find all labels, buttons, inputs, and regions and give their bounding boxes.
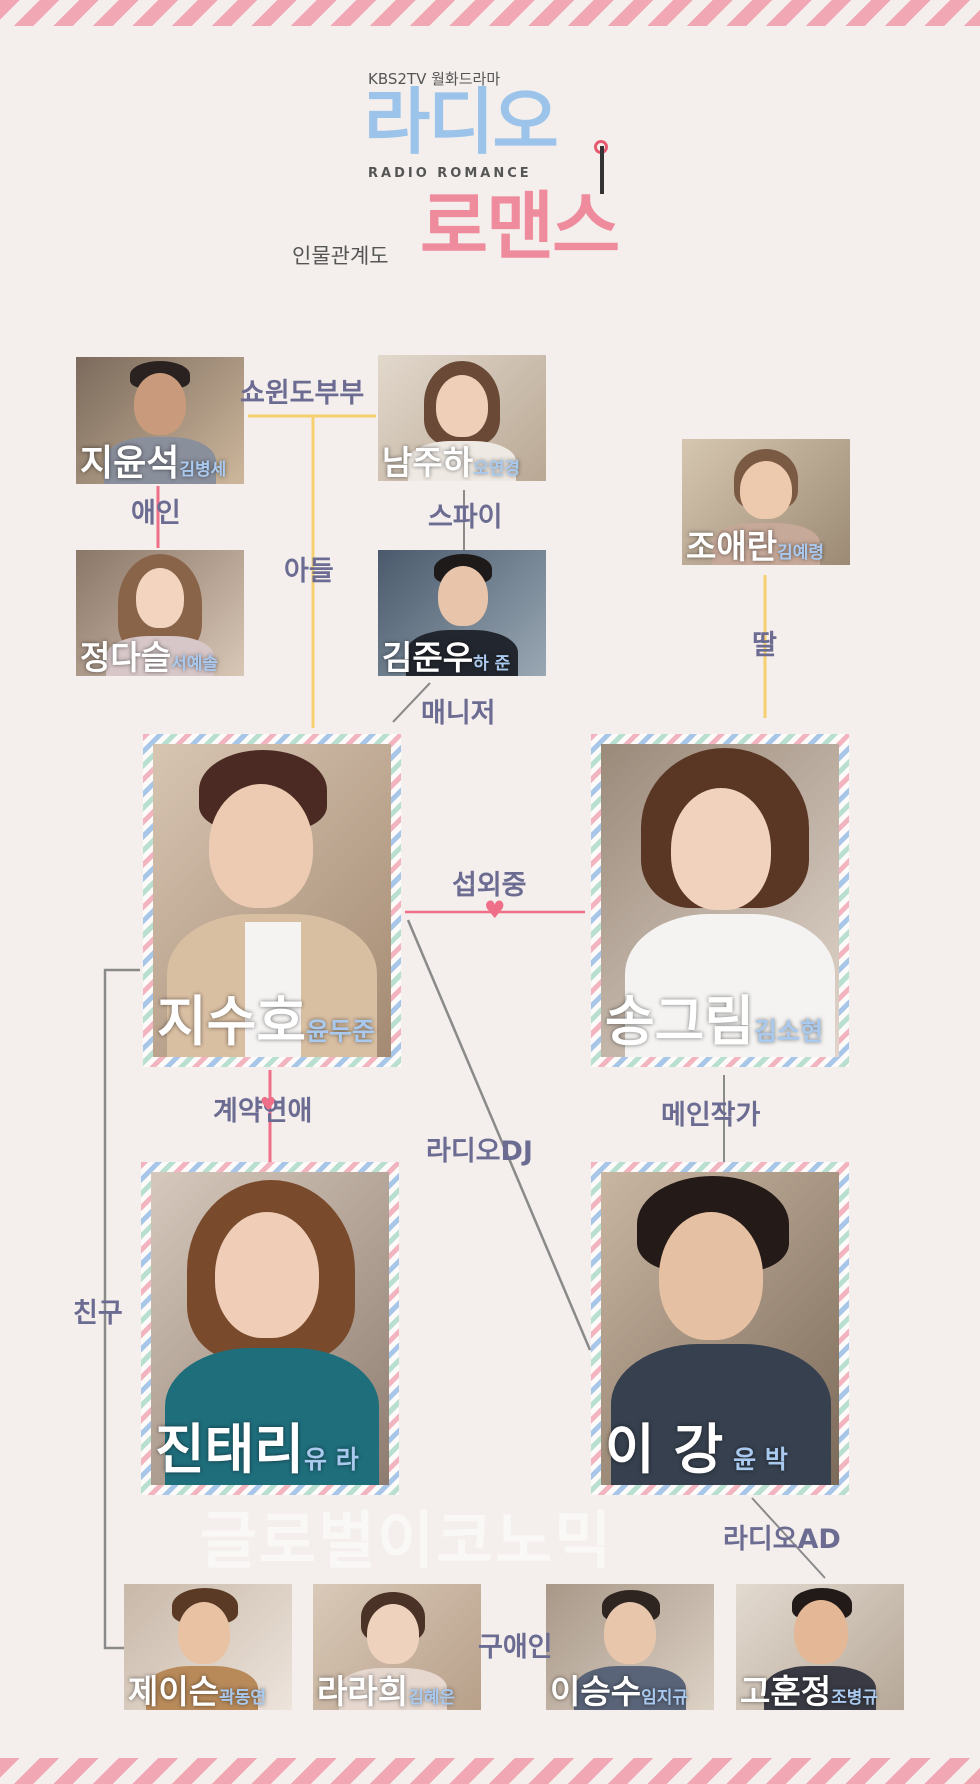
character-frame-ji-suho: 지수호윤두준 <box>143 734 401 1067</box>
bottom-stripe-border <box>0 1758 980 1784</box>
actor-name: 유 라 <box>304 1445 359 1474</box>
character-name: 정다슬 <box>80 638 172 676</box>
actor-name: 김혜은 <box>408 1688 456 1708</box>
heart-icon: ♥ <box>484 896 506 924</box>
drama-logo: KBS2TV 월화드라마 라디오 RADIO ROMANCE 로맨스 인물관계도 <box>292 62 660 282</box>
character-name: 고훈정 <box>740 1672 832 1710</box>
relation-ex-lover: 구애인 <box>478 1632 553 1663</box>
relation-friend: 친구 <box>73 1298 123 1329</box>
top-stripe-border <box>0 0 980 26</box>
character-card-song-grim: 송그림김소현 <box>601 744 839 1057</box>
character-name: 조애란 <box>686 527 778 565</box>
friend-line <box>103 968 140 1650</box>
relation-radio-ad: 라디오AD <box>723 1524 841 1555</box>
title-latin: RADIO ROMANCE <box>368 166 532 181</box>
relation-radio-dj: 라디오DJ <box>426 1136 533 1167</box>
relation-daughter: 딸 <box>752 630 777 661</box>
character-name: 이 강 <box>605 1418 724 1481</box>
actor-name: 김병세 <box>179 460 227 480</box>
character-card-jung-dasul: 정다슬서예솔 <box>76 550 244 676</box>
character-name: 김준우 <box>382 638 474 676</box>
character-card-lee-seungsu: 이승수임지규 <box>546 1584 714 1710</box>
character-name: 제이슨 <box>128 1672 220 1710</box>
character-name: 이승수 <box>550 1672 642 1710</box>
relation-main-writer: 메인작가 <box>661 1100 761 1131</box>
actor-name: 임지규 <box>641 1688 689 1708</box>
character-name: 남주하 <box>382 443 474 481</box>
relation-contract-dating: 계약연애 <box>213 1096 313 1127</box>
relationship-chart-tag: 인물관계도 <box>292 244 389 268</box>
character-card-jin-taeri: 진태리유 라 <box>151 1172 389 1485</box>
actor-name: 윤두준 <box>306 1017 376 1046</box>
relation-son: 아들 <box>284 556 334 587</box>
relation-recruiting: 섭외중 <box>452 870 527 901</box>
actor-name: 김소현 <box>754 1017 824 1046</box>
character-card-jason: 제이슨곽동연 <box>124 1584 292 1710</box>
character-card-jo-aeran: 조애란김예령 <box>682 439 850 565</box>
heart-icon: ♥ <box>260 1094 277 1115</box>
title-radio: 라디오 <box>364 80 559 164</box>
character-name: 진태리 <box>155 1418 305 1481</box>
character-frame-song-grim: 송그림김소현 <box>591 734 849 1067</box>
character-card-ji-suho: 지수호윤두준 <box>153 744 391 1057</box>
character-card-ji-yoonsuk: 지윤석김병세 <box>76 357 244 484</box>
character-name: 지수호 <box>157 990 307 1053</box>
character-card-nam-juha: 남주하오연경 <box>378 355 546 481</box>
character-name: 라라희 <box>317 1672 409 1710</box>
character-frame-jin-taeri: 진태리유 라 <box>141 1162 399 1495</box>
radio-dj-line <box>406 919 592 1351</box>
actor-name: 오연경 <box>473 459 521 479</box>
actor-name: 윤 박 <box>733 1445 788 1474</box>
actor-name: 곽동연 <box>219 1688 267 1708</box>
actor-name: 하 준 <box>473 654 511 674</box>
relation-spy: 스파이 <box>428 502 503 533</box>
character-card-kim-junwoo: 김준우하 준 <box>378 550 546 676</box>
radio-ad-line <box>751 1497 826 1579</box>
character-card-go-hunjung: 고훈정조병규 <box>736 1584 904 1710</box>
actor-name: 김예령 <box>777 543 825 563</box>
manager-line <box>392 682 431 723</box>
character-name: 송그림 <box>605 990 755 1053</box>
relation-manager: 매니저 <box>421 698 496 729</box>
title-romance: 로맨스 <box>420 184 620 270</box>
antenna-pole <box>600 146 604 194</box>
broadcast-subtitle: KBS2TV 월화드라마 <box>368 70 501 88</box>
watermark: 글로벌이코노믹 <box>200 1504 614 1577</box>
character-name: 지윤석 <box>80 443 180 484</box>
relation-showwindow-couple: 쇼윈도부부 <box>240 378 365 409</box>
character-card-ra-rahee: 라라희김혜은 <box>313 1584 481 1710</box>
relation-lover: 애인 <box>131 498 181 529</box>
actor-name: 조병규 <box>831 1688 879 1708</box>
actor-name: 서예솔 <box>171 654 219 674</box>
